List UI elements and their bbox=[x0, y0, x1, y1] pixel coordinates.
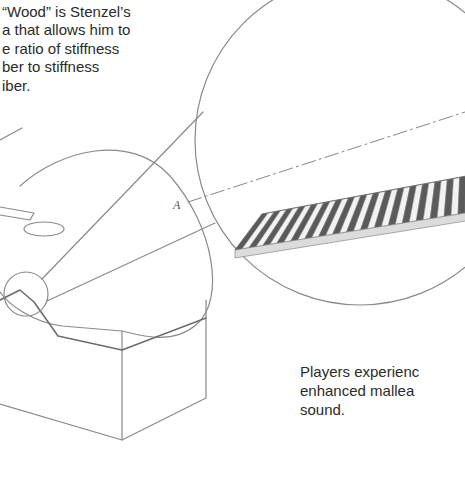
magnifier-leader bbox=[47, 223, 215, 301]
wood-layer bbox=[458, 176, 465, 214]
edge-binding bbox=[0, 290, 206, 350]
note-text: ber to stiffness bbox=[2, 58, 99, 76]
magnifier-circle bbox=[195, 0, 465, 305]
body-edge bbox=[0, 128, 22, 140]
note-text: “Wood” is Stenzel’s bbox=[2, 3, 131, 21]
section-label: A bbox=[172, 196, 181, 214]
wood-lamination bbox=[235, 175, 465, 258]
strip-outline bbox=[235, 175, 465, 250]
neck-piece bbox=[0, 207, 34, 220]
body-side bbox=[0, 300, 206, 440]
sound-hole bbox=[24, 222, 64, 236]
note-text: sound. bbox=[300, 401, 345, 419]
note-text: a that allows him to bbox=[2, 21, 130, 39]
magnifier-leader bbox=[42, 112, 203, 279]
note-text: iber. bbox=[2, 77, 30, 95]
body-outline bbox=[0, 150, 213, 337]
detail-circle bbox=[4, 272, 48, 316]
strip-face bbox=[235, 212, 465, 258]
note-text: enhanced mallea bbox=[300, 382, 414, 400]
note-text: e ratio of stiffness bbox=[2, 40, 119, 58]
note-text: Players experienc bbox=[300, 363, 419, 381]
body-side bbox=[121, 331, 122, 440]
